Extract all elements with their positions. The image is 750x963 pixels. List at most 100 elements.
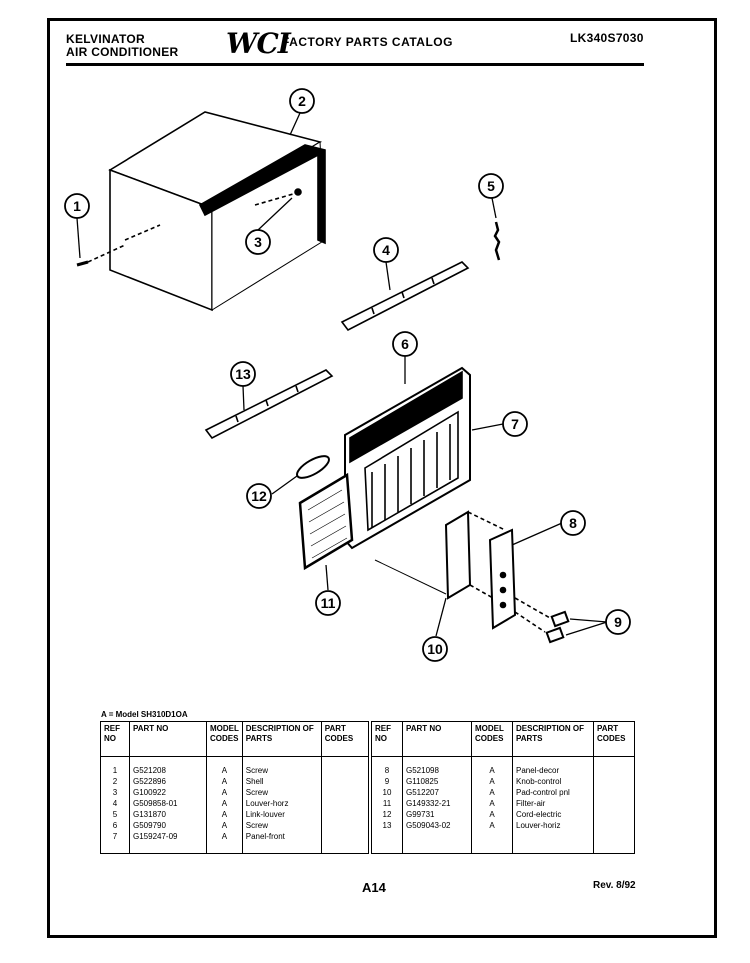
- control-panels-drawing: [374, 510, 517, 630]
- cell-desc: Panel-decor: [512, 756, 594, 776]
- cell-desc: Knob-control: [512, 776, 594, 787]
- parts-table-right: REF NO PART NO MODEL CODES DESCRIPTION O…: [371, 721, 635, 854]
- cell-part: [402, 831, 472, 842]
- col-ref: REF NO: [100, 721, 130, 757]
- cell-ref: [371, 842, 403, 854]
- svg-text:12: 12: [251, 488, 267, 504]
- cell-codes: [593, 831, 635, 842]
- cell-model: A: [471, 809, 513, 820]
- cell-desc: Screw: [241, 787, 322, 798]
- col-desc: DESCRIPTION OF PARTS: [512, 721, 594, 757]
- callout-6: 6: [392, 331, 418, 357]
- cell-model: A: [206, 787, 243, 798]
- page-number: A14: [362, 880, 386, 895]
- cell-model: [471, 831, 513, 842]
- cell-ref: 2: [100, 776, 130, 787]
- cell-model: A: [471, 756, 513, 776]
- col-desc: DESCRIPTION OF PARTS: [241, 721, 322, 757]
- cell-part: G509043-02: [402, 820, 472, 831]
- cell-desc: Screw: [241, 756, 322, 776]
- brand-line-1: KELVINATOR: [66, 32, 146, 46]
- cell-part: G131870: [129, 809, 207, 820]
- table-row: [371, 831, 635, 842]
- cell-codes: [593, 809, 635, 820]
- cell-ref: 6: [100, 820, 130, 831]
- filter-drawing: [298, 472, 354, 571]
- svg-text:11: 11: [321, 595, 336, 611]
- cell-part: G110825: [402, 776, 472, 787]
- svg-text:3: 3: [254, 234, 262, 250]
- cell-ref: 7: [100, 831, 130, 842]
- model-note: A = Model SH310D1OA: [101, 710, 188, 719]
- cell-desc: [241, 842, 322, 854]
- cell-ref: 12: [371, 809, 403, 820]
- cell-ref: 10: [371, 787, 403, 798]
- cell-codes: [320, 831, 369, 842]
- wci-logo: WCI: [226, 27, 291, 60]
- knobs-drawing: [514, 597, 570, 644]
- cell-part: G100922: [129, 787, 207, 798]
- cell-model: A: [206, 809, 243, 820]
- cell-desc: [512, 842, 594, 854]
- cell-part: G509790: [129, 820, 207, 831]
- screw-drawing: [76, 244, 126, 267]
- callout-7: 7: [502, 411, 528, 437]
- cell-codes: [320, 787, 369, 798]
- svg-text:13: 13: [235, 366, 251, 382]
- callout-9: 9: [605, 609, 631, 635]
- svg-text:8: 8: [569, 515, 577, 531]
- cell-ref: [100, 842, 130, 854]
- catalog-number: LK340S7030: [570, 31, 644, 45]
- svg-text:9: 9: [614, 614, 622, 630]
- cell-ref: 11: [371, 798, 403, 809]
- cell-desc: Louver-horz: [241, 798, 322, 809]
- cord-drawing: [296, 455, 330, 479]
- cell-part: [402, 842, 472, 854]
- cell-codes: [593, 787, 635, 798]
- cell-part: G99731: [402, 809, 472, 820]
- louver-horz-drawing: [340, 261, 470, 332]
- shell-drawing: [108, 111, 326, 312]
- col-part: PART NO: [129, 721, 207, 757]
- callout-4: 4: [373, 237, 399, 263]
- callout-5: 5: [478, 173, 504, 199]
- cell-ref: 5: [100, 809, 130, 820]
- callout-13: 13: [230, 361, 256, 387]
- cell-ref: 1: [100, 756, 130, 776]
- cell-model: A: [206, 820, 243, 831]
- col-ref: REF NO: [371, 721, 403, 757]
- cell-part: G149332-21: [402, 798, 472, 809]
- col-model: MODEL CODES: [206, 721, 243, 757]
- cell-model: [206, 842, 243, 854]
- cell-desc: [512, 831, 594, 842]
- cell-model: A: [471, 787, 513, 798]
- cell-model: [471, 842, 513, 854]
- cell-model: A: [471, 820, 513, 831]
- cell-part: [129, 842, 207, 854]
- callout-8: 8: [560, 510, 586, 536]
- table-row: [371, 842, 635, 854]
- cell-codes: [593, 798, 635, 809]
- cell-model: A: [206, 776, 243, 787]
- cell-codes: [593, 820, 635, 831]
- cell-part: G509858-01: [129, 798, 207, 809]
- cell-desc: Louver-horiz: [512, 820, 594, 831]
- table-row: [100, 842, 369, 854]
- cell-part: G521208: [129, 756, 207, 776]
- col-part: PART NO: [402, 721, 472, 757]
- cell-codes: [593, 842, 635, 854]
- svg-text:7: 7: [511, 416, 519, 432]
- svg-text:2: 2: [298, 93, 306, 109]
- header-rule: [66, 63, 644, 66]
